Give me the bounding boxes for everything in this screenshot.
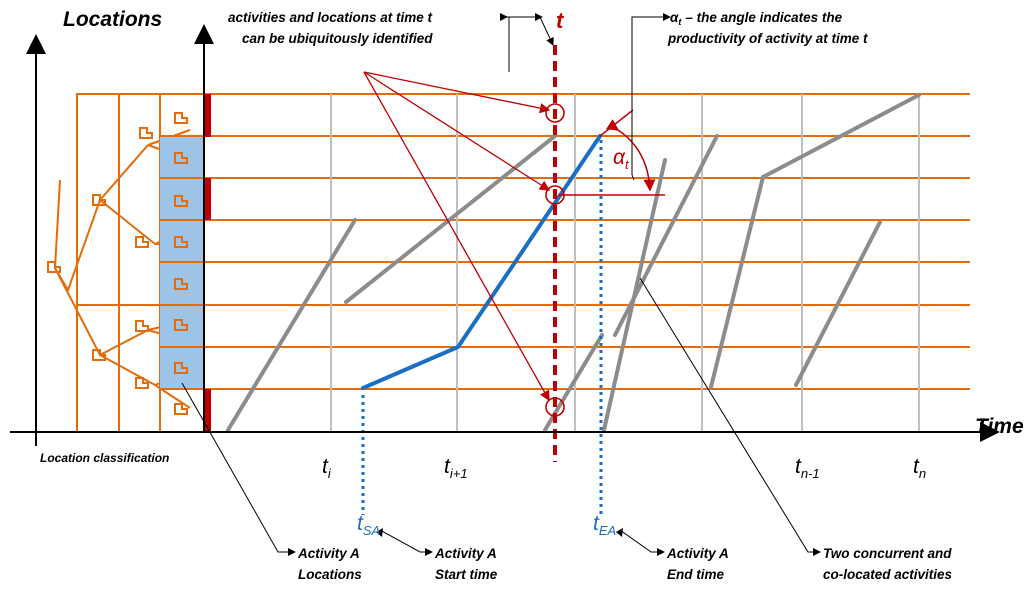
tick-tea-base: t <box>593 512 600 535</box>
tick-tn: tn <box>913 455 926 481</box>
activity-locations-line1: Activity A <box>297 546 360 561</box>
callout-arrowheads <box>288 13 821 556</box>
angle-alpha-t: αt <box>613 146 630 172</box>
alpha-sub: t <box>678 17 682 27</box>
alpha-pointer <box>631 174 635 181</box>
angle-alpha-symbol: α <box>613 146 626 169</box>
angle-alpha-sub: t <box>625 157 630 172</box>
activity-end-line2: End time <box>667 567 724 582</box>
callout-lines <box>181 16 813 553</box>
x-axis-title: Time <box>975 415 1024 438</box>
y-axis-title: Locations <box>63 8 162 31</box>
location-classification-box <box>34 446 206 468</box>
location-gridlines <box>77 93 970 390</box>
ubiquity-label-line2: can be ubiquitously identified <box>242 31 433 46</box>
productivity-angle <box>558 109 665 196</box>
location-markers <box>204 94 211 431</box>
other-activities <box>226 93 921 432</box>
time-gridlines <box>330 94 920 432</box>
tick-tsa-base: t <box>357 512 364 535</box>
alpha-symbol: α <box>670 10 679 25</box>
activity-start-line1: Activity A <box>434 546 497 561</box>
alpha-label-line1: αt– the angle indicates the <box>670 10 843 27</box>
tick-tsa-sub: SA <box>363 523 380 538</box>
ubiquity-label-line1: activities and locations at time t <box>228 10 433 25</box>
tick-ti-base: t <box>322 455 329 478</box>
location-classification-label: Location classification <box>40 451 169 465</box>
location-node-icons <box>47 112 188 415</box>
tick-ti-sub: i <box>328 466 332 481</box>
tick-tea: tEA <box>593 512 616 538</box>
tick-tn1: tn-1 <box>795 455 820 481</box>
current-time-label: t <box>556 8 565 33</box>
alpha-label-line2: productivity of activity at time t <box>667 31 868 46</box>
activity-a-location-band <box>160 137 204 390</box>
ubiquity-arrows <box>363 71 551 402</box>
tick-tea-sub: EA <box>599 523 616 538</box>
concurrent-line1: Two concurrent and <box>823 546 952 561</box>
tick-tn-base: t <box>913 455 920 478</box>
tick-ti1: ti+1 <box>444 455 468 481</box>
activity-locations-line2: Locations <box>298 567 362 582</box>
tick-tsa: tSA <box>357 512 380 538</box>
tick-ti1-sub: i+1 <box>450 466 468 481</box>
activity-end-line1: Activity A <box>666 546 729 561</box>
alpha-label-rest: – the angle indicates the <box>685 10 842 25</box>
concurrent-line2: co-located activities <box>823 567 953 582</box>
tick-tn1-sub: n-1 <box>801 466 820 481</box>
tick-ti: ti <box>322 455 332 481</box>
ubiquity-pointer <box>539 16 554 46</box>
tick-tn-sub: n <box>919 466 926 481</box>
tick-tn1-base: t <box>795 455 802 478</box>
activity-a-time-markers <box>361 140 603 515</box>
activity-a-path <box>361 134 602 390</box>
tick-ti1-base: t <box>444 455 451 478</box>
activity-start-line2: Start time <box>435 567 498 582</box>
